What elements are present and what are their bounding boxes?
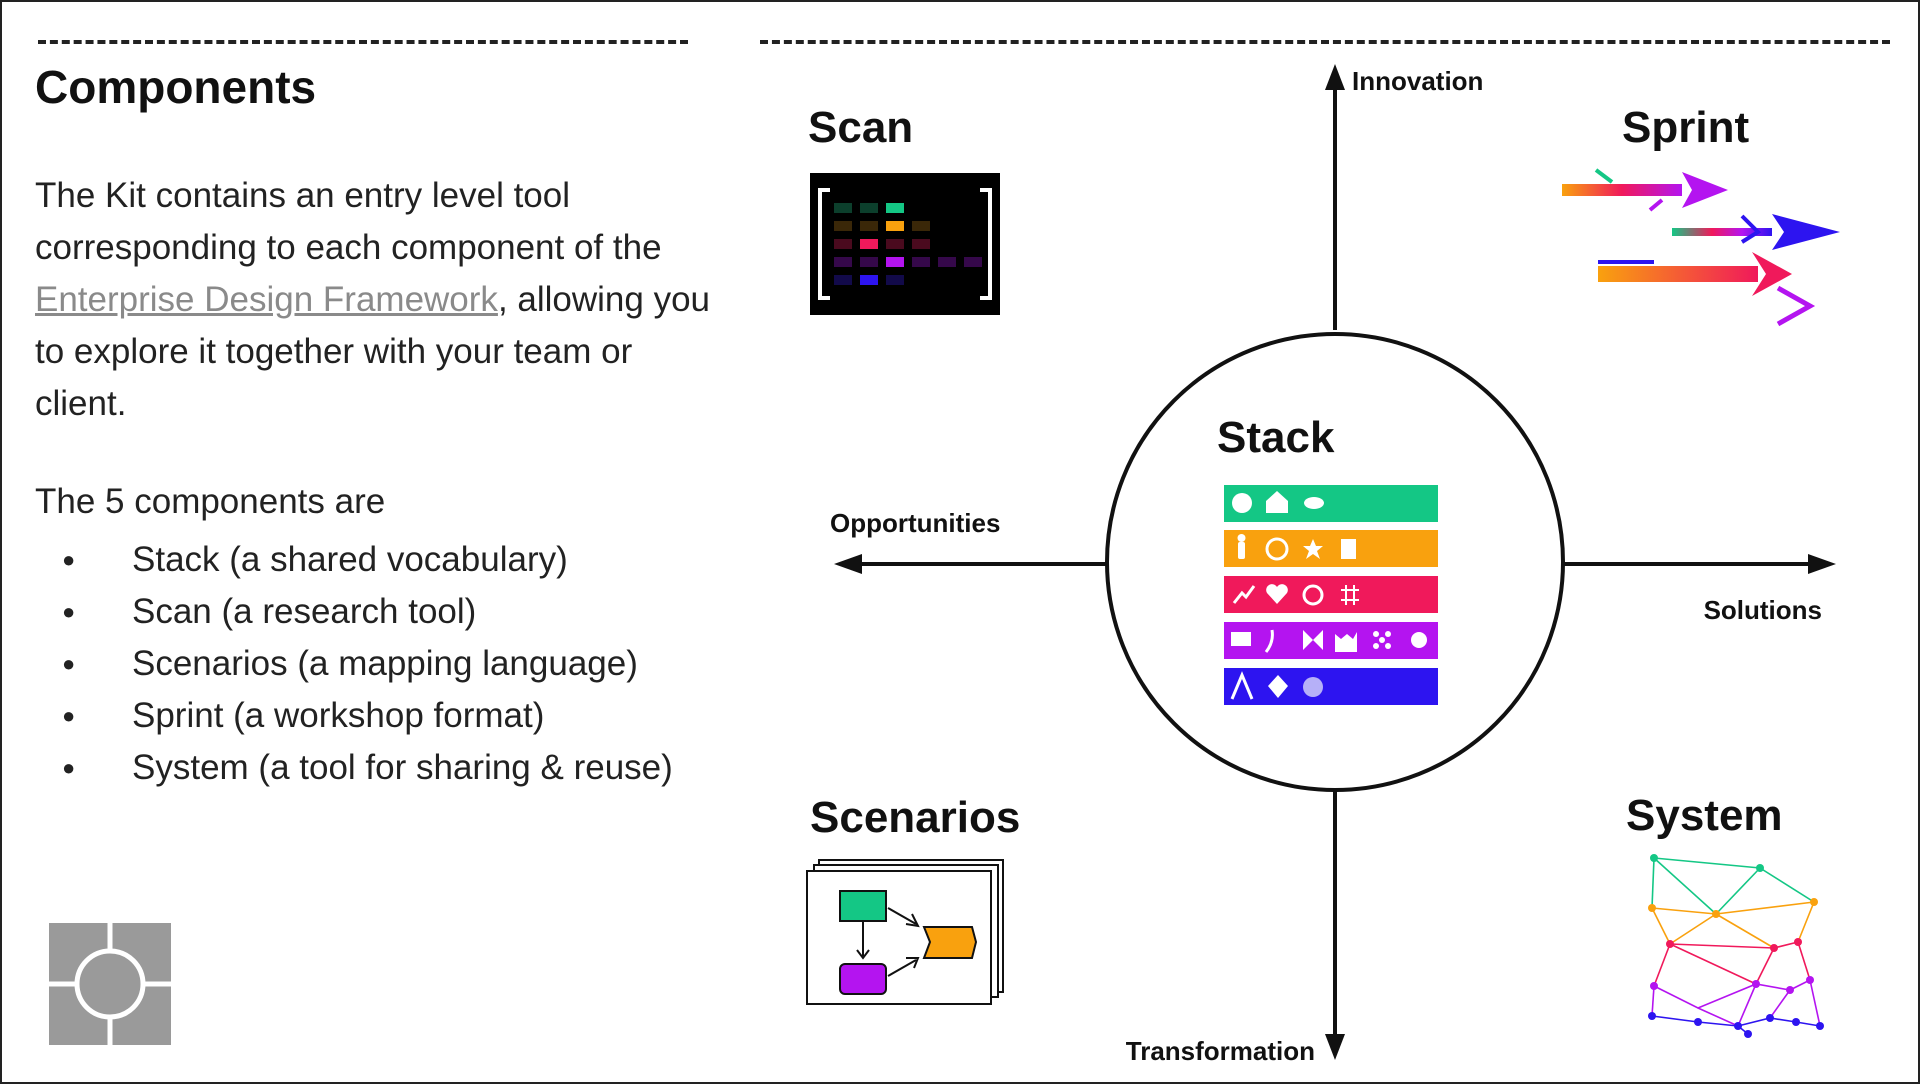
- heart-icon: [1266, 584, 1288, 604]
- kit-logo-icon: [49, 923, 171, 1045]
- list-item: Scan (a research tool): [35, 586, 673, 638]
- list-item: Stack (a shared vocabulary): [35, 534, 673, 586]
- components-list: Stack (a shared vocabulary) Scan (a rese…: [35, 534, 673, 794]
- stack-illustration: [1224, 485, 1438, 705]
- axis-label-solutions: Solutions: [1704, 595, 1822, 625]
- axis-label-innovation: Innovation: [1352, 66, 1483, 96]
- document-icon: [1341, 539, 1356, 559]
- factory-icon: [1335, 632, 1357, 652]
- speech-bubble-icon: [1232, 493, 1252, 513]
- stack-row: [1224, 530, 1438, 567]
- house-icon: [1266, 491, 1288, 513]
- letter-a-icon: [1230, 671, 1254, 700]
- trend-icon: [1232, 585, 1256, 604]
- stack-row: [1224, 668, 1438, 705]
- dashed-divider-left: [38, 40, 688, 44]
- enterprise-design-framework-link[interactable]: Enterprise Design Framework: [35, 280, 498, 319]
- stack-row: [1224, 622, 1438, 659]
- components-list-heading: The 5 components are: [35, 482, 386, 521]
- list-item: Sprint (a workshop format): [35, 690, 673, 742]
- target-icon: [1265, 537, 1289, 561]
- list-item: Scenarios (a mapping language): [35, 638, 673, 690]
- function-icon: [1264, 629, 1274, 653]
- horizontal-axis: [834, 554, 1836, 574]
- orb-icon: [1303, 677, 1323, 697]
- sprint-title: Sprint: [1622, 103, 1749, 152]
- arrow-left-icon: [834, 554, 862, 574]
- sprint-illustration: [1562, 168, 1840, 327]
- stack-title: Stack: [1217, 413, 1335, 462]
- scenarios-title: Scenarios: [810, 793, 1020, 842]
- arrow-down-icon: [1325, 1034, 1345, 1060]
- system-illustration: [1648, 854, 1824, 1038]
- page-title: Components: [35, 61, 317, 113]
- intro-text-after: , allowing you to explore it together wi…: [35, 280, 711, 423]
- vertical-axis: [1325, 64, 1345, 1060]
- axis-label-transformation: Transformation: [1126, 1036, 1315, 1066]
- scan-illustration: [810, 173, 1000, 315]
- network-icon: [1373, 631, 1391, 649]
- stack-row: [1224, 576, 1438, 613]
- stack-row: [1224, 485, 1438, 522]
- bowtie-icon: [1303, 630, 1313, 650]
- scan-title: Scan: [808, 103, 913, 152]
- person-icon: [1238, 542, 1245, 559]
- gear-circle-icon: [1302, 584, 1324, 606]
- chat-icon: [1231, 632, 1251, 646]
- system-title: System: [1626, 791, 1783, 840]
- scenarios-illustration: [806, 859, 1004, 1005]
- eye-icon: [1304, 497, 1324, 509]
- diamond-icon: [1268, 675, 1288, 698]
- grid-icon: [1341, 585, 1359, 605]
- intro-text-before: The Kit contains an entry level tool cor…: [35, 176, 662, 267]
- arrow-up-icon: [1325, 64, 1345, 90]
- star-icon: [1303, 539, 1323, 559]
- intro-paragraph: The Kit contains an entry level tool cor…: [35, 170, 715, 430]
- axis-label-opportunities: Opportunities: [830, 508, 1000, 538]
- list-item: System (a tool for sharing & reuse): [35, 742, 673, 794]
- arrow-right-icon: [1808, 554, 1836, 574]
- cog-icon: [1411, 632, 1427, 648]
- dashed-divider-right: [760, 40, 1890, 44]
